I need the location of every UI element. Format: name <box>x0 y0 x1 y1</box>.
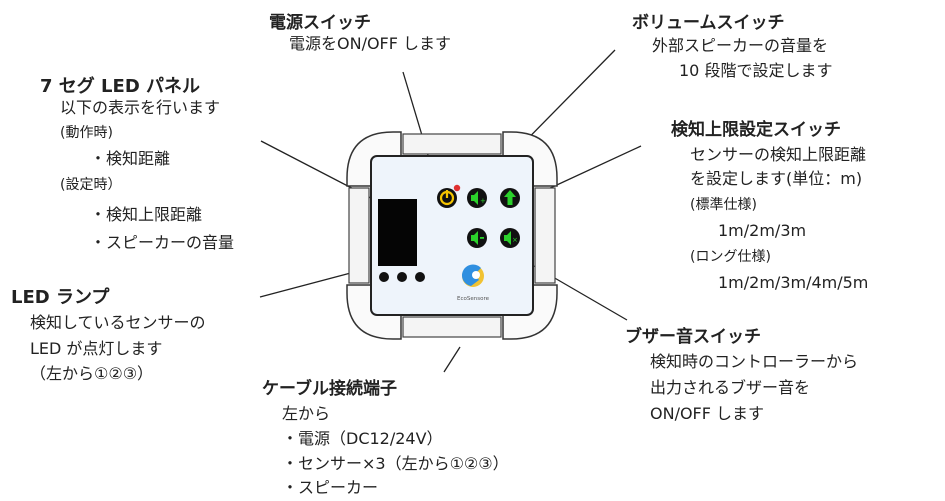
bar-bottom <box>402 316 502 338</box>
volume-switch-desc1: 外部スピーカーの音量を <box>652 36 829 55</box>
leader-cable <box>443 346 461 373</box>
seg-panel-line4: (設定時） <box>60 177 122 193</box>
limit-switch-line1: センサーの検知上限距離 <box>690 145 867 164</box>
logo-text: EcoSensore <box>457 296 490 302</box>
speaker-plus-icon <box>471 191 478 205</box>
buzzer-switch-line1: 検知時のコントローラーから <box>650 352 859 371</box>
limit-switch-line5: (ロング仕様) <box>690 249 771 265</box>
seven-seg-display <box>378 199 417 266</box>
brand-logo <box>461 264 484 287</box>
bar-top <box>402 133 502 155</box>
seg-panel-line3: ・検知距離 <box>90 149 171 168</box>
led-lamp-line2: LED が点灯します <box>30 339 163 358</box>
volume-switch-title: ボリュームスイッチ <box>632 13 785 33</box>
seg-panel-line6: ・スピーカーの音量 <box>90 233 235 252</box>
limit-switch-line3: (標準仕様) <box>690 197 757 213</box>
buzzer-switch-line3: ON/OFF します <box>650 404 765 423</box>
cable-terminal-line3: ・センサー×3（左から①②③） <box>282 454 509 473</box>
leader-limit <box>545 145 642 191</box>
controller-device: + × EcoSensore <box>346 131 558 340</box>
volume-switch-desc2: 10 段階で設定します <box>679 61 833 80</box>
limit-switch-line2: を設定します(単位：m) <box>690 169 863 188</box>
arrow-up-icon <box>504 190 516 205</box>
led-lamp-3 <box>415 272 425 282</box>
limit-switch-title: 検知上限設定スイッチ <box>671 120 841 140</box>
bar-right <box>534 187 556 284</box>
led-lamp-line1: 検知しているセンサーの <box>30 313 206 332</box>
seg-panel-line5: ・検知上限距離 <box>90 205 203 224</box>
seg-panel-title: 7 セグ LED パネル <box>40 76 201 97</box>
power-switch-title: 電源スイッチ <box>269 13 371 33</box>
svg-text:+: + <box>480 197 486 205</box>
led-lamp-2 <box>397 272 407 282</box>
svg-text:×: × <box>512 236 518 244</box>
cable-terminal-line2: ・電源（DC12/24V） <box>282 429 443 448</box>
buzzer-switch-title: ブザー音スイッチ <box>625 327 761 347</box>
device-face <box>370 155 534 316</box>
led-lamp-title: LED ランプ <box>11 287 110 308</box>
cable-terminal-title: ケーブル接続端子 <box>262 379 397 399</box>
cable-terminal-line4: ・スピーカー <box>282 478 379 497</box>
power-switch-desc: 電源をON/OFF します <box>289 34 452 53</box>
seg-panel-line2: (動作時) <box>60 125 113 141</box>
buzzer-switch-line2: 出力されるブザー音を <box>650 378 811 397</box>
seg-panel-line1: 以下の表示を行います <box>60 98 221 117</box>
led-lamp-line3: （左から①②③） <box>30 364 154 383</box>
speaker-mute-icon <box>504 231 511 245</box>
leader-led <box>259 269 363 298</box>
bar-left <box>348 187 370 284</box>
power-indicator-led <box>453 184 461 192</box>
cable-terminal-line1: 左から <box>282 404 331 423</box>
limit-switch-line6: 1m/2m/3m/4m/5m <box>718 273 869 292</box>
led-lamp-1 <box>379 272 389 282</box>
speaker-minus-icon <box>471 231 478 245</box>
limit-switch-line4: 1m/2m/3m <box>718 221 807 240</box>
